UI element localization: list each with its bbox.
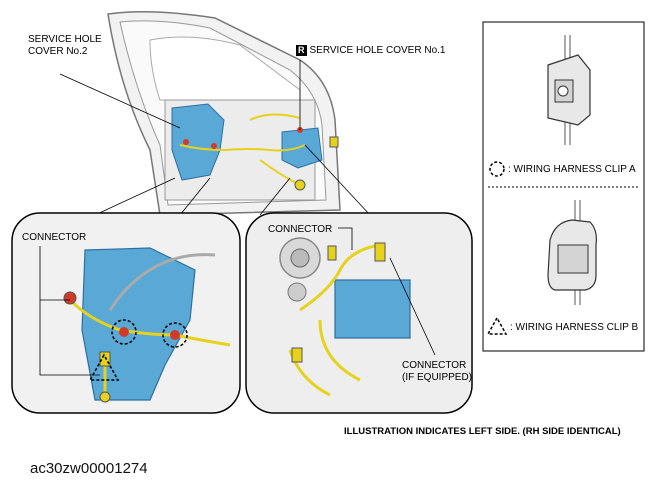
label-service-hole-cover-2-line1: SERVICE HOLE — [28, 34, 102, 45]
main-leader-lines — [59, 60, 371, 216]
service-hole-cover-2-shape — [171, 103, 225, 181]
label-connector-right: CONNECTOR — [268, 224, 333, 235]
label-service-hole-cover-2-line2: COVER No.2 — [28, 46, 88, 57]
clip-b-illustration — [547, 200, 597, 305]
service-hole-cover-1-shape — [281, 127, 323, 169]
footer-note: ILLUSTRATION INDICATES LEFT SIDE. (RH SI… — [344, 426, 621, 437]
clip-a-marker-1 — [111, 319, 137, 345]
label-service-hole-cover-2: SERVICE HOLE COVER No.2 — [28, 34, 102, 58]
clip-a-illustration — [547, 35, 591, 145]
label-connector-if-equipped-line1: CONNECTOR — [402, 360, 467, 371]
label-connector-left: CONNECTOR — [22, 232, 87, 243]
legend-clip-b-label: : WIRING HARNESS CLIP B — [510, 322, 639, 333]
label-connector-if-equipped-line2: (IF EQUIPPED) — [402, 372, 473, 383]
clip-b-marker — [88, 353, 120, 381]
label-service-hole-cover-1-text: SERVICE HOLE COVER No.1 — [309, 45, 446, 56]
left-detail-callout — [11, 212, 241, 414]
rh-badge: R — [296, 45, 307, 56]
door-illustration — [107, 11, 341, 216]
legend-panel — [482, 21, 645, 352]
label-connector-if-equipped: CONNECTOR (IF EQUIPPED) — [402, 360, 472, 384]
figure-code: ac30zw00001274 — [30, 460, 148, 477]
right-detail-callout — [245, 212, 473, 414]
clip-a-marker-2 — [162, 322, 188, 348]
legend-clip-a-label: : WIRING HARNESS CLIP A — [508, 164, 636, 175]
